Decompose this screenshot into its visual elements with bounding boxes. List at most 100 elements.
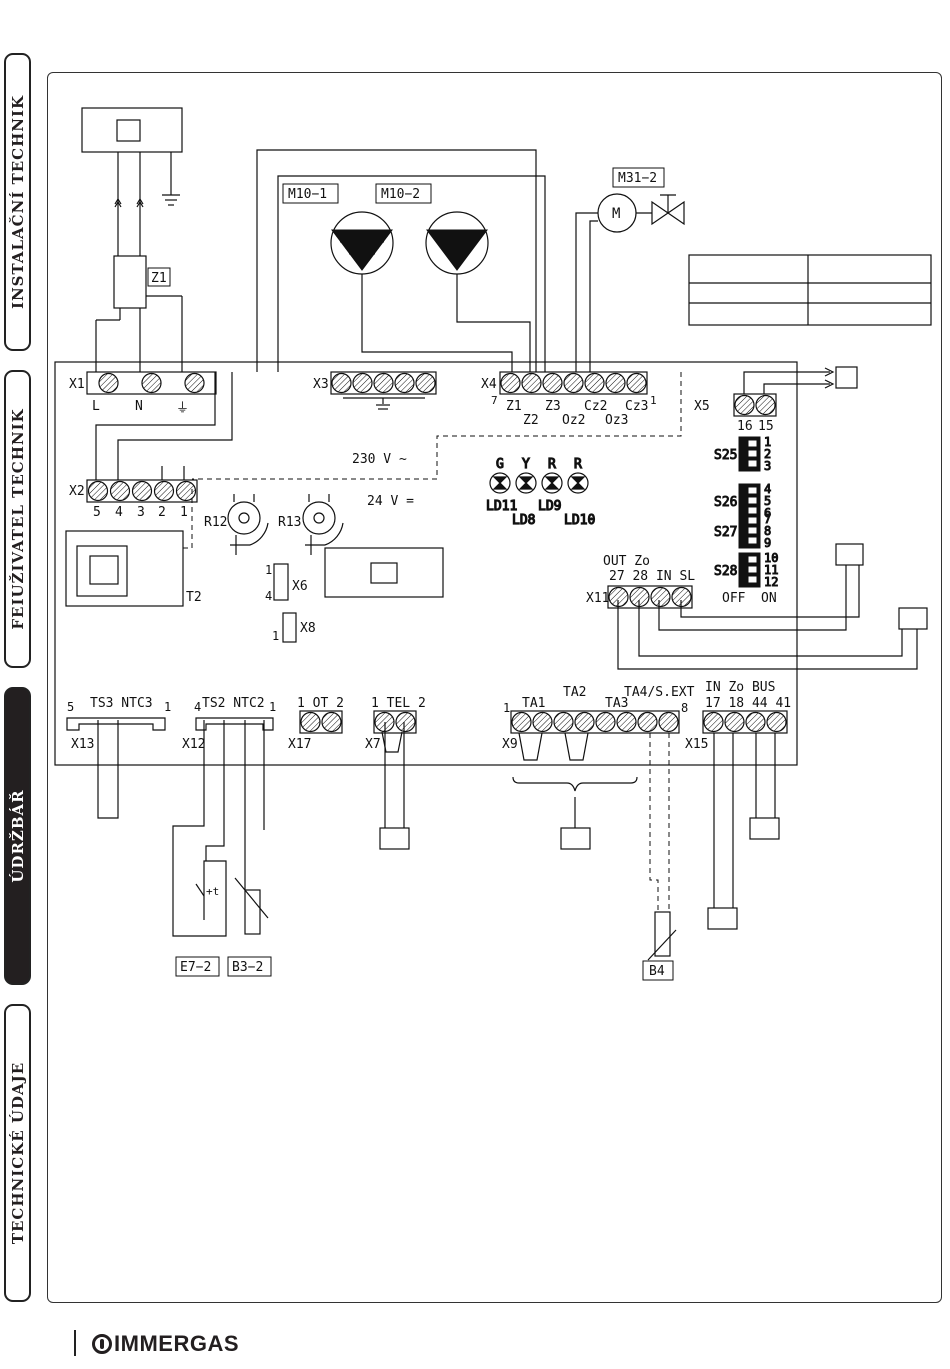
dip-switch-slider bbox=[740, 449, 758, 458]
label-x8-pin-1: 1 bbox=[272, 629, 279, 643]
dip-switch-pin-label: 4 bbox=[764, 482, 771, 496]
label-x17-header: 1 OT 2 bbox=[297, 696, 344, 711]
terminal-block-x9-pin bbox=[595, 711, 616, 733]
label-x2-pin-4: 4 bbox=[115, 505, 123, 520]
x5-external-box bbox=[835, 366, 858, 389]
led-name-label: LD8 bbox=[512, 513, 535, 528]
label-x11-top: OUT Zo bbox=[603, 554, 650, 569]
terminal-block-x9-pin bbox=[658, 711, 679, 733]
terminal-block-x17-pin bbox=[300, 711, 321, 733]
label-x17: X17 bbox=[288, 737, 311, 752]
label-x2-pin-1: 1 bbox=[180, 505, 188, 520]
label-x11-pins: 27 28 IN SL bbox=[609, 569, 695, 584]
pot-r13 bbox=[302, 501, 336, 535]
footer-divider bbox=[74, 1330, 76, 1356]
label-x9-ta3: TA3 bbox=[605, 696, 628, 711]
label-x9-ta4: TA4/S.EXT bbox=[624, 685, 695, 700]
label-x7-header: 1 TEL 2 bbox=[371, 696, 426, 711]
terminal-block-x11-pin bbox=[629, 586, 650, 608]
label-x1: X1 bbox=[69, 377, 85, 392]
led-name-label: LD10 bbox=[564, 513, 595, 528]
x9-external-box bbox=[560, 827, 591, 850]
terminal-block-x15-pin bbox=[745, 711, 766, 733]
dip-switch-slider bbox=[740, 486, 758, 495]
dip-switch-name: S27 bbox=[714, 525, 737, 540]
label-b3-2: B3−2 bbox=[232, 960, 263, 975]
label-dip-on: ON bbox=[761, 591, 777, 606]
label-x4-oz3: Oz3 bbox=[605, 413, 628, 428]
label-r12: R12 bbox=[204, 515, 227, 530]
dip-switch-name: S25 bbox=[714, 448, 737, 463]
terminal-block-x9-pin bbox=[511, 711, 532, 733]
label-x1-pin-ground: ⏚ bbox=[176, 401, 189, 416]
dip-switch-slider bbox=[740, 459, 758, 468]
terminal-block-x4-pin bbox=[500, 372, 521, 394]
terminal-block-x3-pin bbox=[373, 372, 394, 394]
label-x4-cz2: Cz2 bbox=[584, 399, 607, 414]
side-tab-user[interactable]: FEIUŽIVATEL TECHNIK bbox=[4, 370, 31, 668]
terminal-block-x5 bbox=[733, 393, 777, 417]
label-x13: X13 bbox=[71, 737, 94, 752]
terminal-block-x17 bbox=[299, 710, 343, 734]
terminal-block-x3-pin bbox=[331, 372, 352, 394]
label-dip-off: OFF bbox=[722, 591, 746, 606]
label-x1-pin-l: L bbox=[92, 399, 100, 414]
connector-x6 bbox=[273, 563, 289, 601]
led-color-label: G bbox=[496, 457, 504, 472]
label-x4: X4 bbox=[481, 377, 497, 392]
dip-switch-pin-label: 5 bbox=[764, 494, 771, 508]
terminal-block-x7-pin bbox=[395, 711, 416, 733]
terminal-block-x15-pin bbox=[724, 711, 745, 733]
label-x8: X8 bbox=[300, 621, 316, 636]
x11-external-box-1 bbox=[835, 543, 864, 566]
label-x13-pin-5: 5 bbox=[67, 700, 74, 714]
dip-switch-name: S28 bbox=[714, 564, 737, 579]
led-name-label: LD11 bbox=[486, 499, 517, 514]
label-e7-2: E7−2 bbox=[180, 960, 211, 975]
dip-switch-pin-label: 1 bbox=[764, 435, 771, 449]
terminal-block-x9-pin bbox=[574, 711, 595, 733]
dip-switch-name: S26 bbox=[714, 495, 737, 510]
filter-z1 bbox=[113, 255, 147, 309]
terminal-block-x2-pin bbox=[87, 480, 109, 502]
label-x2-pin-2: 2 bbox=[158, 505, 166, 520]
label-x9-ta1: TA1 bbox=[522, 696, 545, 711]
label-x12: X12 bbox=[182, 737, 205, 752]
label-x5-pin-16: 16 bbox=[737, 419, 753, 434]
dip-switch-pin-label: 10 bbox=[764, 551, 778, 565]
dip-switch-pin-label: 7 bbox=[764, 512, 771, 526]
immergas-logo-icon bbox=[92, 1334, 112, 1354]
label-x13-header: TS3 NTC3 bbox=[90, 696, 153, 711]
label-x4-pin-first: 7 bbox=[491, 394, 498, 407]
label-plus-t: +t bbox=[206, 885, 219, 898]
side-tab-installer[interactable]: INSTALAČNÍ TECHNIK bbox=[4, 53, 31, 351]
terminal-block-x3-pin bbox=[352, 372, 373, 394]
terminal-block-x4-pin bbox=[521, 372, 542, 394]
dip-switch-slider bbox=[740, 439, 758, 448]
brand-name: IMMERGAS bbox=[114, 1331, 239, 1356]
ntc-b3-2 bbox=[244, 889, 261, 935]
led-color-label: R bbox=[548, 457, 556, 472]
terminal-block-x17-pin bbox=[321, 711, 342, 733]
label-24v: 24 V = bbox=[367, 494, 414, 509]
terminal-block-x9-pin bbox=[616, 711, 637, 733]
dip-switch-slider bbox=[740, 496, 758, 505]
label-x15: X15 bbox=[685, 737, 708, 752]
x15-external-box-bus bbox=[749, 817, 780, 840]
terminal-block-x11 bbox=[607, 585, 693, 609]
legend-table bbox=[688, 254, 932, 326]
terminal-block-x3-pin bbox=[415, 372, 436, 394]
side-tab-maintenance[interactable]: ÚDRŽBÁŘ bbox=[4, 687, 31, 985]
label-x4-z1: Z1 bbox=[506, 399, 522, 414]
terminal-block-x2-pin bbox=[153, 480, 175, 502]
label-z1: Z1 bbox=[151, 271, 167, 286]
label-x5: X5 bbox=[694, 399, 710, 414]
side-tab-technical-data[interactable]: TECHNICKÉ ÚDAJE bbox=[4, 1004, 31, 1302]
terminal-block-x2 bbox=[86, 479, 198, 503]
label-m10-1: M10−1 bbox=[288, 187, 327, 202]
terminal-block-x4-pin bbox=[584, 372, 605, 394]
